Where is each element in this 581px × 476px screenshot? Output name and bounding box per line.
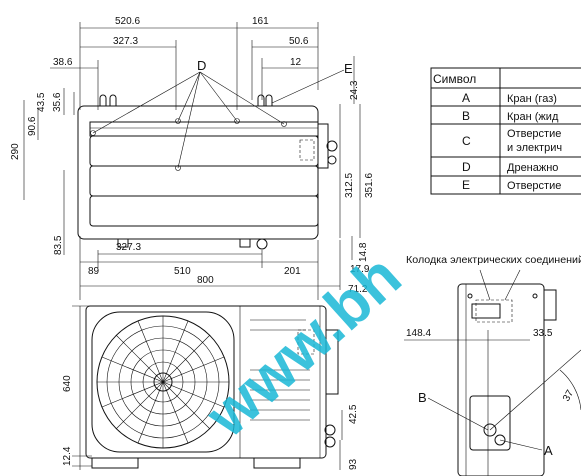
table-sym-e: E: [462, 178, 470, 192]
dim-327-3-top: 327.3: [113, 36, 138, 47]
table-desc-d: Дренажно: [507, 162, 558, 174]
label-b: B: [418, 390, 427, 405]
dim-351-6: 351.6: [364, 173, 375, 198]
table-desc-a: Кран (газ): [507, 93, 557, 105]
table-sym-c: C: [462, 134, 471, 148]
dim-12-4: 12.4: [62, 446, 73, 466]
symbol-table: Символ A Кран (газ) B Кран (жид C Отверс…: [430, 67, 581, 195]
fan-spokes: [97, 316, 229, 448]
watermark: www.bh: [192, 242, 414, 451]
table-desc-b: Кран (жид: [507, 111, 559, 123]
table-desc-e: Отверстие: [507, 180, 561, 192]
dim-83-5: 83.5: [53, 235, 64, 255]
table-sym-b: B: [462, 109, 470, 123]
dim-43-5: 43.5: [36, 92, 47, 112]
dim-290: 290: [10, 143, 21, 160]
dim-161: 161: [252, 16, 269, 27]
dim-510: 510: [174, 266, 191, 277]
label-d: D: [197, 58, 206, 73]
table-sym-d: D: [462, 160, 471, 174]
dim-33-5: 33.5: [533, 328, 553, 339]
front-view: 640 12.4: [62, 305, 359, 470]
dim-38-6: 38.6: [53, 57, 73, 68]
dim-12: 12: [290, 57, 302, 68]
table-header: Символ: [433, 72, 476, 86]
top-view: 520.6 161 327.3 50.6 38.6 12 D E 43.5 35…: [10, 16, 375, 300]
dim-93: 93: [348, 458, 359, 470]
dim-640: 640: [62, 375, 73, 392]
dim-35-6: 35.6: [52, 92, 63, 112]
dim-148-4: 148.4: [406, 328, 431, 339]
dim-42-5: 42.5: [348, 404, 359, 424]
dim-89: 89: [88, 266, 100, 277]
label-e: E: [344, 61, 353, 76]
dim-14-8: 14.8: [358, 242, 369, 262]
dim-71-2: 71.2: [348, 284, 368, 295]
dim-37: 37: [561, 388, 576, 404]
dim-50-6: 50.6: [289, 36, 309, 47]
dim-327-3-bottom: 327.3: [116, 242, 141, 253]
dim-17-9: 17.9: [350, 264, 370, 275]
dim-201: 201: [284, 266, 301, 277]
dim-24-3: 24.3: [349, 80, 360, 100]
side-note: Колодка электрических соединений: [406, 255, 581, 266]
dim-312-5: 312.5: [344, 173, 355, 198]
side-view: Колодка электрических соединений 148.4 3…: [404, 255, 581, 476]
table-desc-c-1: Отверстие: [507, 128, 561, 140]
dim-90-6: 90.6: [27, 116, 38, 136]
dim-520-6: 520.6: [115, 16, 140, 27]
table-desc-c-2: и электрич: [507, 142, 562, 154]
label-a: A: [544, 443, 553, 458]
dim-800: 800: [197, 275, 214, 286]
table-sym-a: A: [462, 91, 470, 105]
